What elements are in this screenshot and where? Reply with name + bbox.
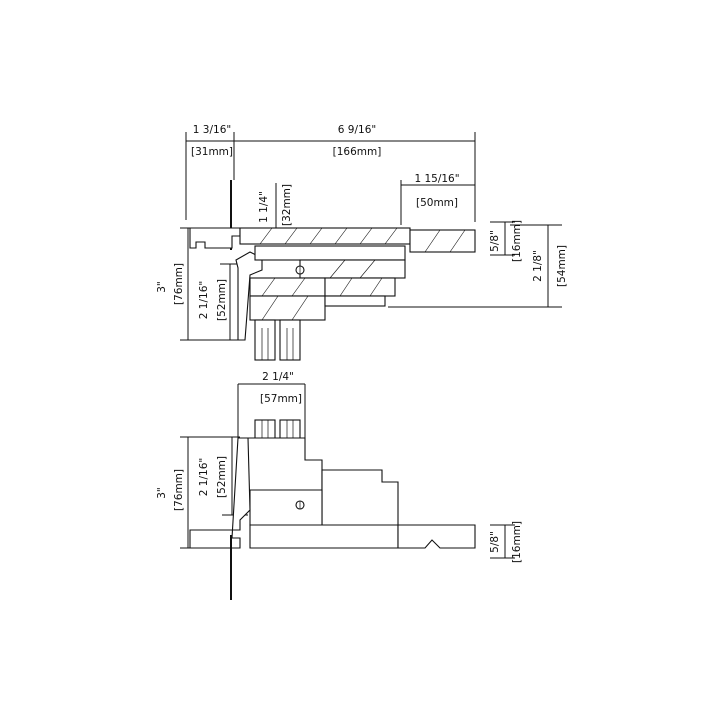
flange-in: 1 1/4" xyxy=(258,191,270,223)
glass-pane-right xyxy=(279,319,301,361)
sash-in: 2 1/16" xyxy=(198,281,210,319)
height-mm: [76mm] xyxy=(173,263,185,305)
height-mm-bottom: [76mm] xyxy=(173,469,185,511)
frame-profile-top xyxy=(189,227,241,249)
flange-mm: [32mm] xyxy=(281,184,293,226)
frame-depth-in: 1 3/16" xyxy=(193,124,231,136)
jamb-in: 5/8" xyxy=(489,230,501,252)
height-in-bottom: 3" xyxy=(156,487,168,499)
casing-board-2 xyxy=(299,259,406,279)
glazing-in: 2 1/4" xyxy=(262,371,294,383)
jamb-extension-board xyxy=(409,229,476,253)
jamb-in-bottom: 5/8" xyxy=(489,531,501,553)
sill-board-3 xyxy=(249,524,399,549)
casing-board-1 xyxy=(254,245,406,261)
sill-board-2 xyxy=(249,489,323,526)
head-jamb-hatching xyxy=(259,227,466,321)
jamb-mm-bottom: [16mm] xyxy=(511,521,523,563)
bottom-section: 2 1/4" [57mm] 3" [76mm] 2 1/16" [52mm] 5… xyxy=(156,371,523,600)
sash-rail-1 xyxy=(249,277,326,297)
sash-rail-2 xyxy=(249,295,326,321)
casing-mm: [54mm] xyxy=(556,245,568,287)
sash-mm-bottom: [52mm] xyxy=(216,456,228,498)
overall-depth-mm: [166mm] xyxy=(333,146,382,158)
sash-mm: [52mm] xyxy=(216,279,228,321)
top-section: 1 3/16" [31mm] 6 9/16" [166mm] 1 15/16" … xyxy=(156,124,568,361)
frame-profile-bottom xyxy=(189,437,251,549)
sill-board-1 xyxy=(321,469,399,526)
sash-bottom-rail xyxy=(244,437,323,491)
casing-board-4 xyxy=(324,295,386,307)
extension-in: 1 15/16" xyxy=(414,173,459,185)
glazing-mm: [57mm] xyxy=(260,393,302,405)
head-jamb-board xyxy=(239,227,411,245)
height-in: 3" xyxy=(156,281,168,293)
sill-extension xyxy=(397,524,476,549)
overall-depth-in: 6 9/16" xyxy=(338,124,376,136)
extension-mm: [50mm] xyxy=(416,197,458,209)
casing-in: 2 1/8" xyxy=(532,250,544,282)
frame-profile-side xyxy=(235,251,263,341)
sash-in-bottom: 2 1/16" xyxy=(198,458,210,496)
casing-board-3 xyxy=(324,277,396,297)
glass-pane-left xyxy=(254,319,276,361)
jamb-mm: [16mm] xyxy=(511,220,523,262)
frame-depth-mm: [31mm] xyxy=(191,146,233,158)
